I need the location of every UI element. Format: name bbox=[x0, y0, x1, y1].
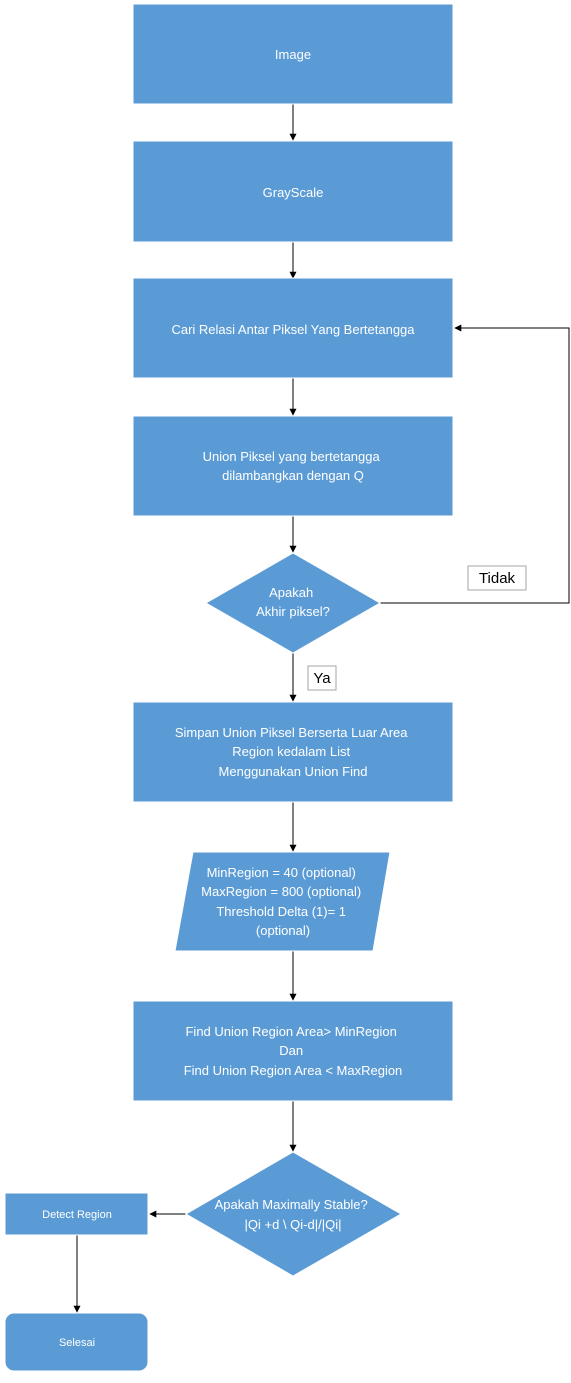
edge-label-tidak: Tidak bbox=[479, 570, 516, 587]
edge-label-ya: Ya bbox=[313, 670, 331, 687]
node-union-piksel bbox=[132, 415, 454, 517]
decision-maximally-stable-label: Apakah Maximally Stable? |Qi +d \ Qi-d|/… bbox=[215, 1197, 372, 1232]
node-simpan-label: Simpan Union Piksel Berserta Luar Area R… bbox=[175, 725, 411, 779]
node-cari-relasi-label: Cari Relasi Antar Piksel Yang Bertetangg… bbox=[171, 322, 415, 337]
node-image-label: Image bbox=[275, 47, 311, 62]
node-detect-region-label: Detect Region bbox=[42, 1209, 112, 1221]
node-cari-relasi bbox=[132, 277, 454, 379]
edge-label-ya-box bbox=[307, 665, 337, 691]
node-grayscale bbox=[132, 140, 454, 243]
decision-maximally-stable bbox=[185, 1151, 403, 1277]
node-find-union-label: Find Union Region Area> MinRegion Dan Fi… bbox=[184, 1024, 403, 1078]
node-detect-region bbox=[4, 1192, 149, 1236]
decision-akhir-piksel bbox=[204, 552, 382, 654]
edge-tidak-loop bbox=[380, 324, 570, 604]
node-grayscale-label: GrayScale bbox=[263, 185, 324, 200]
node-selesai-label: Selesai bbox=[59, 1337, 95, 1349]
decision-akhir-piksel-label: Apakah Akhir piksel? bbox=[256, 585, 330, 619]
node-params bbox=[174, 851, 391, 952]
node-union-piksel-label: Union Piksel yang bertetangga dilambangk… bbox=[203, 449, 384, 483]
node-selesai bbox=[4, 1312, 149, 1372]
node-find-union bbox=[132, 1000, 454, 1102]
node-simpan bbox=[132, 701, 454, 803]
node-params-label: MinRegion = 40 (optional) MaxRegion = 80… bbox=[201, 865, 365, 938]
edge-label-tidak-box bbox=[467, 565, 527, 591]
node-image bbox=[132, 3, 454, 105]
